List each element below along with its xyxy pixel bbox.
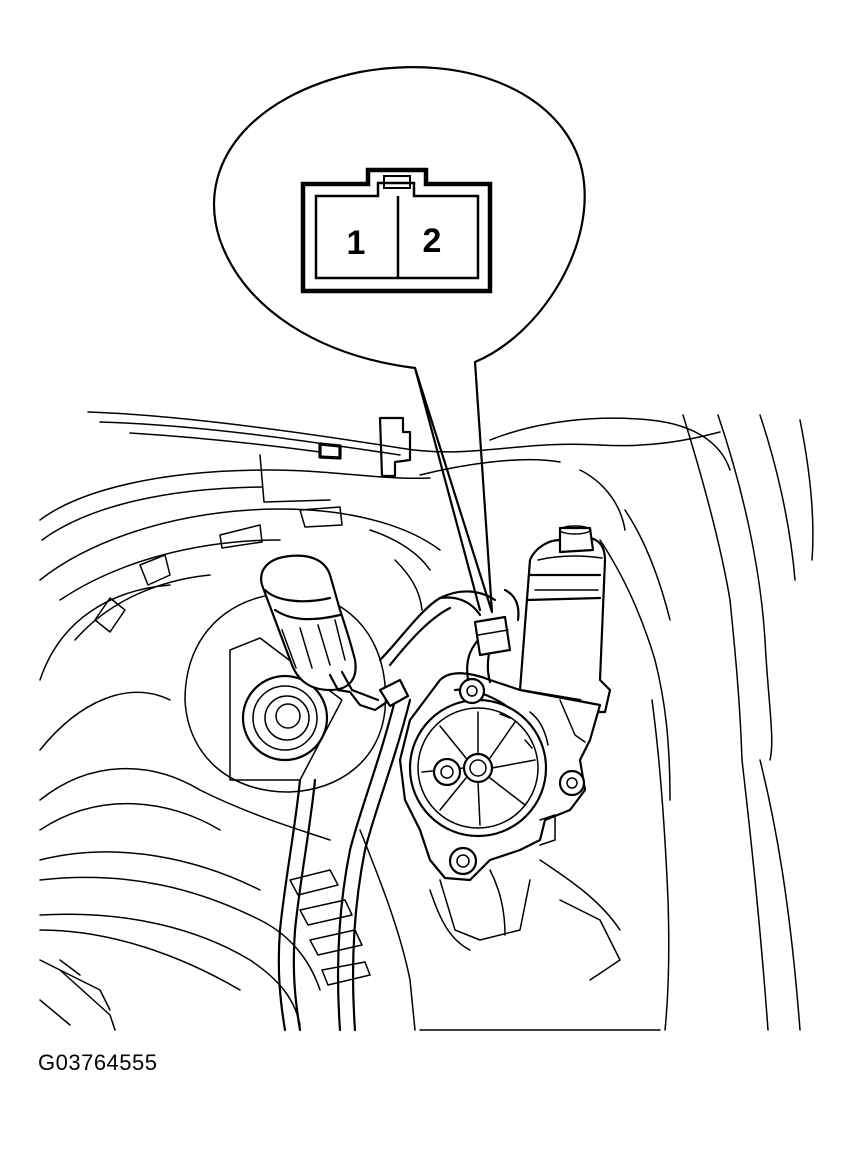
connector-callout-bubble bbox=[213, 66, 586, 614]
door-panel-outline bbox=[39, 411, 814, 1032]
speaker-harness-connector bbox=[260, 554, 410, 712]
figure-code: G03764555 bbox=[38, 1050, 158, 1075]
connector-face bbox=[300, 167, 493, 294]
power-window-motor bbox=[398, 525, 612, 882]
pin-2-label: 2 bbox=[423, 222, 442, 260]
pin-1-label: 1 bbox=[347, 224, 366, 262]
